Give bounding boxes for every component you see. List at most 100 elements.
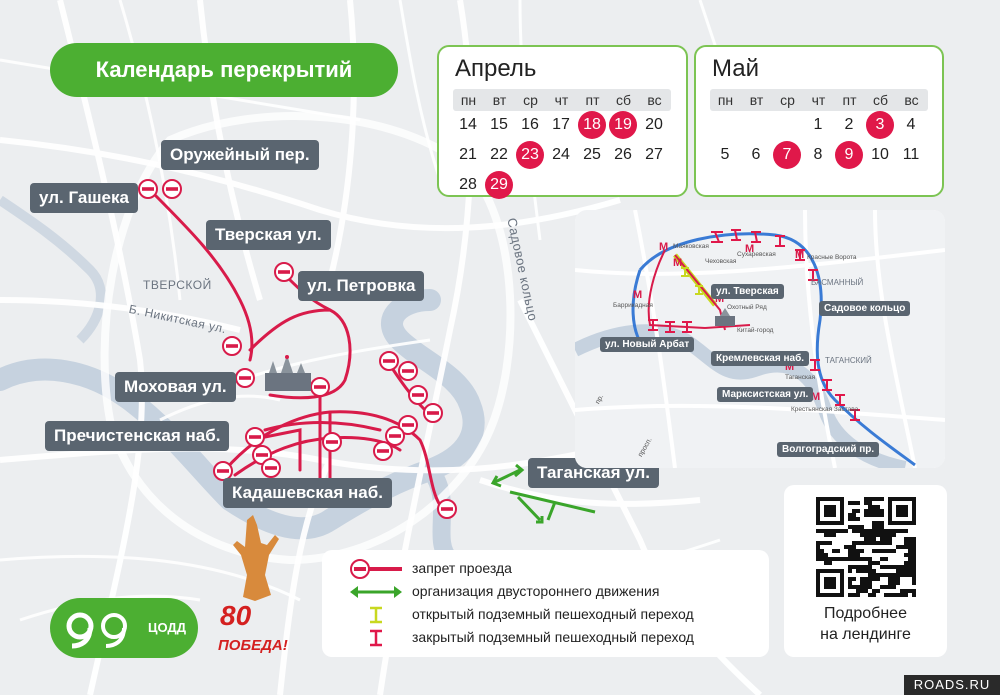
inset-map: M M M M M M M M Маяковская Чеховская Сух… [575,210,945,468]
label-petrovka: ул. Петровка [298,271,425,301]
svg-text:M: M [659,241,668,253]
weekday-label: пт [585,92,600,108]
svg-text:M: M [715,293,724,305]
weekday-label: ср [780,92,795,108]
legend-item-two-way: организация двустороннего движения [346,581,766,603]
inset-station: Чеховская [705,258,737,265]
victory-word: ПОБЕДА! [218,637,288,654]
closed-crossings [648,229,860,421]
inset-station: Китай-город [737,327,774,334]
inset-label-sadovoe: Садовое кольцо [819,301,911,316]
weekday-label: пт [842,92,857,108]
inset-station: Охотный Ряд [727,304,767,311]
calendar-day: 24 [552,146,570,163]
qr-caption-line: на лендинге [820,626,911,643]
weekday-label: сб [872,92,889,108]
inset-label-volgogradsky: Волгоградский пр. [777,442,880,457]
calendar-day-closure: 19 [609,111,637,139]
two-way-arrow-icon [350,586,402,598]
label-mokhovaya: Моховая ул. [115,372,236,402]
two-way-arrows [490,463,596,524]
qr-code-icon[interactable] [816,497,916,597]
weekday-label: пн [717,92,734,108]
calendar-day: 4 [906,116,916,133]
inset-station: Маяковская [673,243,709,250]
label-prechistenskaya: Пречистенская наб. [45,421,230,451]
svg-text:M: M [745,243,754,255]
inset-station: Сухаревская [737,251,776,258]
weekday-label: вт [492,92,507,108]
inset-station: Баррикадная [613,302,653,309]
legend-item-open-crossing: открытый подземный пешеходный переход [346,604,766,626]
weekday-label: чт [554,92,569,108]
label-tverskaya: Тверская ул. [206,220,331,250]
open-crossing-icon [370,606,382,624]
calendar-day: 21 [459,146,477,163]
weekday-label: вс [904,92,919,108]
calendar-day: 6 [751,146,761,163]
open-crossings [681,267,703,295]
calendar-day: 8 [813,146,823,163]
calendar-day-closure: 9 [835,141,863,169]
svg-text:M: M [811,391,820,403]
calendar-day: 5 [720,146,730,163]
calendar-day: 14 [459,116,477,133]
closure-icon [350,559,402,579]
calendar-day: 15 [490,116,508,133]
legend-label: закрытый подземный пешеходный переход [412,629,694,645]
qr-card[interactable]: Подробнее на лендинге [784,485,947,657]
calendar-day: 20 [645,116,663,133]
weekday-label: вт [749,92,764,108]
codd-label: ЦОДД [148,620,186,635]
inset-label-marksistskaya: Марксистская ул. [717,387,814,402]
inset-station: Красные Ворота [807,254,857,261]
calendar-day-closure: 18 [578,111,606,139]
month-name-april: Апрель [455,55,537,82]
district-tverskoy: ТВЕРСКОЙ [143,278,212,292]
inset-district: ТАГАНСКИЙ [825,356,872,365]
victory-80: 80 [220,600,252,631]
legend: запрет проезда организация двустороннего… [322,550,769,657]
inset-station: Таганская [785,374,816,381]
calendar-day: 27 [645,146,663,163]
page-title: Календарь перекрытий [50,43,398,97]
qr-caption: Подробнее на лендинге [784,603,947,645]
label-gasheka: ул. Гашека [30,183,138,213]
calendar-day: 26 [614,146,632,163]
weekday-label: пн [460,92,477,108]
watermark: ROADS.RU [904,675,1000,695]
calendar-day: 16 [521,116,539,133]
calendar-day-closure: 29 [485,171,513,199]
calendar-day-closure: 7 [773,141,801,169]
label-oruzheyny: Оружейный пер. [161,140,319,170]
calendar-day-closure: 23 [516,141,544,169]
calendar-day: 25 [583,146,601,163]
calendar-day-closure: 3 [866,111,894,139]
weekday-label: чт [811,92,826,108]
inset-label-tverskaya: ул. Тверская [711,284,784,299]
legend-label: организация двустороннего движения [412,583,660,599]
month-name-may: Май [712,55,760,82]
inset-district: БАСМАННЫЙ [811,278,864,287]
calendar-day: 22 [490,146,508,163]
metro-icons: M M M M M M M M [633,241,820,403]
calendar-day: 17 [552,116,570,133]
calendar-day: 1 [813,116,823,133]
weekday-label: вс [647,92,662,108]
closed-crossing-icon [370,629,382,647]
qr-caption-line: Подробнее [824,605,907,622]
calendar-day: 2 [844,116,854,133]
calendar-day: 28 [459,176,477,193]
closure-markers [138,179,457,519]
legend-label: открытый подземный пешеходный переход [412,606,694,622]
svg-text:M: M [785,361,794,373]
codd-logo: ЦОДД [50,598,198,658]
inset-label-novy-arbat: ул. Новый Арбат [600,337,695,352]
moscow-transport-logo-icon [66,612,127,649]
svg-text:M: M [633,289,642,301]
weekday-label: сб [615,92,632,108]
